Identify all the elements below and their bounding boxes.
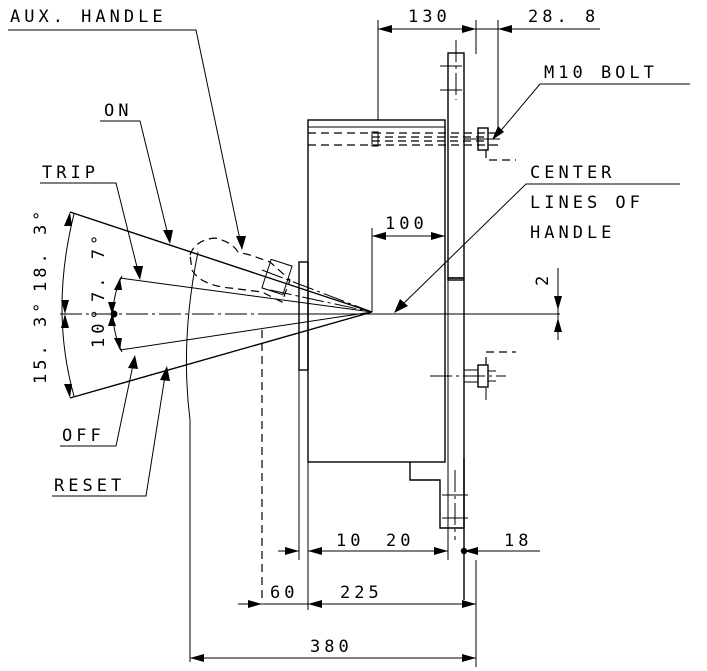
angle-18-3: 18. 3° <box>31 207 51 292</box>
dim-380: 380 <box>310 637 353 657</box>
dim-10: 10 <box>336 531 364 551</box>
front-plate <box>280 261 560 371</box>
dim-225: 225 <box>340 583 383 603</box>
angle-7-7: 7. 7° <box>89 231 109 302</box>
dim-100: 100 <box>385 214 428 234</box>
label-aux-handle: AUX. HANDLE <box>10 7 167 27</box>
dim-18: 18 <box>504 531 532 551</box>
breaker-body <box>307 40 468 600</box>
dimension-lines <box>190 20 600 667</box>
angle-10: 10° <box>89 305 109 348</box>
label-center-lines-1: CENTER <box>530 163 615 183</box>
dim-2: 2 <box>533 272 553 286</box>
bottom-bolt <box>430 351 516 400</box>
dim-28-8: 28. 8 <box>528 7 599 27</box>
label-on: ON <box>104 101 132 121</box>
handle-sweep <box>60 211 373 662</box>
callout-leaders <box>8 29 690 497</box>
label-trip: TRIP <box>42 163 99 183</box>
label-reset: RESET <box>54 476 125 496</box>
dim-60: 60 <box>270 583 298 603</box>
label-center-lines-2: LINES OF <box>530 193 644 213</box>
angle-15-3: 15. 3° <box>31 299 51 384</box>
dim-130: 130 <box>408 7 451 27</box>
dim-20: 20 <box>386 531 414 551</box>
label-off: OFF <box>62 426 105 446</box>
label-center-lines-3: HANDLE <box>530 223 615 243</box>
label-m10-bolt: M10 BOLT <box>544 63 658 83</box>
top-bolt <box>308 127 516 161</box>
